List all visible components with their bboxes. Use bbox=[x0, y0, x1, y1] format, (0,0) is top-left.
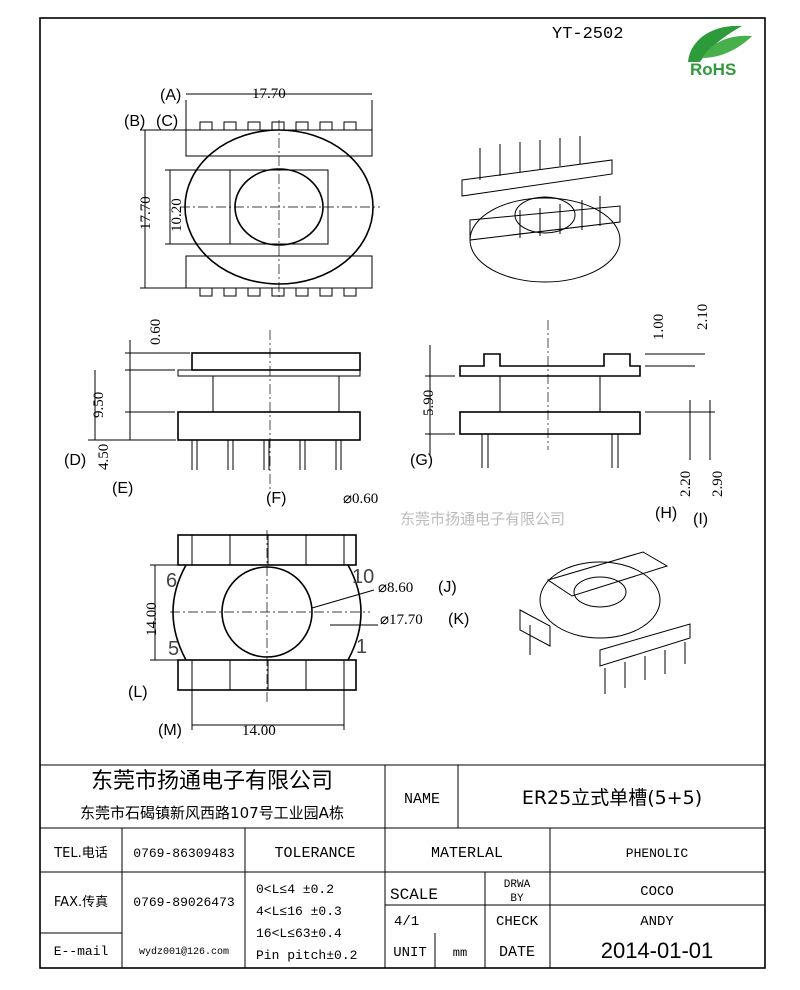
check-label: CHECK bbox=[496, 914, 539, 930]
drawn-by-value: COCO bbox=[640, 884, 674, 900]
company-name: 东莞市扬通电子有限公司 bbox=[91, 769, 333, 794]
tolerance-3: 16<L≤63±0.4 bbox=[256, 926, 342, 941]
check-value: ANDY bbox=[640, 914, 674, 930]
scale-label: SCALE bbox=[390, 886, 438, 904]
drawn-by-label-1: DRWA bbox=[504, 879, 531, 891]
watermark: 东莞市扬通电子有限公司 bbox=[400, 510, 565, 528]
dim-top-inner: 10.20 bbox=[169, 198, 185, 232]
tolerance-4: Pin pitch±0.2 bbox=[256, 948, 357, 963]
tolerance-label: TOLERANCE bbox=[274, 845, 355, 862]
tel-value: 0769-86309483 bbox=[133, 846, 234, 861]
date-label: DATE bbox=[499, 944, 535, 961]
bottom-view: 14.00 14.00 ⌀8.60 ⌀17.70 (J) (K) (L) (M)… bbox=[128, 530, 469, 739]
dim-side-d1: 5.90 bbox=[421, 390, 437, 416]
tel-label: TEL.电话 bbox=[53, 846, 108, 861]
tolerance-2: 4<L≤16 ±0.3 bbox=[256, 904, 342, 919]
label-a: (A) bbox=[160, 87, 181, 104]
label-b: (B) bbox=[124, 113, 145, 130]
dim-side-d4: 2.20 bbox=[678, 471, 694, 497]
drawn-by-label-2: BY bbox=[510, 893, 524, 905]
rohs-logo: RoHS bbox=[688, 25, 752, 79]
dim-bottom-hole: ⌀8.60 bbox=[378, 580, 413, 596]
dim-side-d2: 1.00 bbox=[651, 314, 667, 340]
unit-label: UNIT bbox=[393, 945, 427, 961]
dim-side-d5: 2.90 bbox=[710, 471, 726, 497]
label-f: (F) bbox=[266, 490, 286, 507]
rohs-text: RoHS bbox=[690, 60, 736, 79]
tolerance-1: 0<L≤4 ±0.2 bbox=[256, 882, 334, 897]
dim-bottom-outer: ⌀17.70 bbox=[380, 612, 423, 628]
iso-view-bottom bbox=[519, 551, 691, 694]
top-view: 17.70 17.70 10.20 (A) (B) (C) bbox=[124, 86, 380, 300]
dim-side-d3: 2.10 bbox=[695, 304, 711, 330]
email-value: wydz001@126.com bbox=[139, 946, 229, 958]
front-view: 0.60 9.50 4.50 (D) (E) (F) ⌀0.60 bbox=[64, 319, 378, 507]
dim-front-d2: 9.50 bbox=[91, 392, 107, 418]
label-i: (I) bbox=[693, 511, 708, 528]
pin-number-10: 10 bbox=[352, 566, 374, 588]
dim-top-width: 17.70 bbox=[252, 86, 286, 102]
fax-value: 0769-89026473 bbox=[133, 895, 234, 910]
date-value: 2014-01-01 bbox=[601, 938, 714, 963]
sheet-frame bbox=[39, 17, 766, 969]
label-j: (J) bbox=[438, 579, 457, 596]
fax-label: FAX.传真 bbox=[54, 895, 108, 910]
label-h: (H) bbox=[655, 505, 677, 522]
label-e: (E) bbox=[112, 480, 133, 497]
label-m: (M) bbox=[158, 722, 182, 739]
pin-number-6: 6 bbox=[166, 570, 177, 592]
side-view: 5.90 1.00 2.10 2.20 2.90 (G) (H) (I) bbox=[410, 304, 726, 528]
label-l: (L) bbox=[128, 684, 148, 701]
part-number: YT-2502 bbox=[552, 25, 623, 44]
label-c: (C) bbox=[156, 113, 178, 130]
dim-front-d3: 4.50 bbox=[96, 444, 112, 470]
name-value: ER25立式单槽(5+5) bbox=[522, 787, 702, 809]
dim-pin-dia: ⌀0.60 bbox=[343, 491, 378, 507]
label-k: (K) bbox=[448, 611, 469, 628]
dim-front-d1: 0.60 bbox=[148, 319, 164, 345]
pin-number-1: 1 bbox=[356, 636, 367, 658]
company-address: 东莞市石碣镇新风西路107号工业园A栋 bbox=[80, 804, 344, 822]
label-g: (G) bbox=[410, 452, 433, 469]
name-label: NAME bbox=[404, 791, 440, 808]
dim-top-height: 17.70 bbox=[138, 196, 154, 230]
scale-value: 4/1 bbox=[394, 914, 419, 930]
material-label: MATERLAL bbox=[431, 845, 503, 862]
dim-bottom-height: 14.00 bbox=[144, 602, 160, 636]
iso-view-top bbox=[461, 136, 621, 283]
label-d: (D) bbox=[64, 452, 86, 469]
pin-number-5: 5 bbox=[168, 638, 179, 660]
material-value: PHENOLIC bbox=[626, 846, 689, 861]
email-label: E--mail bbox=[54, 944, 109, 959]
dim-bottom-width: 14.00 bbox=[242, 723, 276, 739]
title-block: 东莞市扬通电子有限公司 东莞市石碣镇新风西路107号工业园A栋 NAME ER2… bbox=[40, 764, 765, 969]
unit-value: mm bbox=[453, 946, 467, 960]
